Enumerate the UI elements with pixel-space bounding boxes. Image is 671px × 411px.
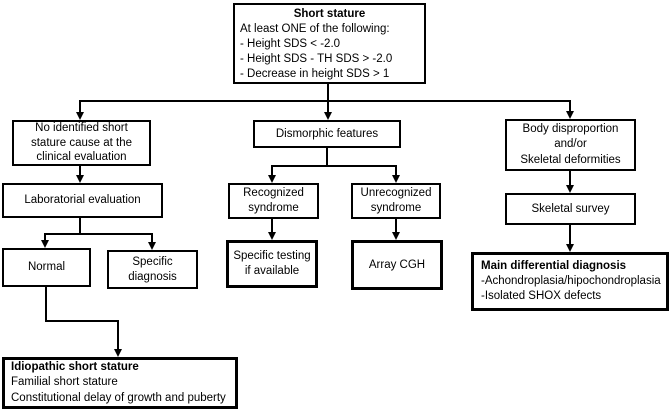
node-label: Recognized xyxy=(243,187,304,199)
node-recognized-syndrome: Recognized syndrome xyxy=(228,183,319,219)
node-title: Main differential diagnosis xyxy=(481,260,627,272)
criterion: - Height SDS - TH SDS > -2.0 xyxy=(240,53,393,65)
node-specific-testing: Specific testing if available xyxy=(226,240,318,288)
node-label: Specific xyxy=(132,255,173,268)
node-label: Array CGH xyxy=(368,258,426,271)
node-skeletal-survey: Skeletal survey xyxy=(505,193,636,225)
node-label: Unrecognized xyxy=(360,187,432,199)
node-title: Short stature xyxy=(293,8,366,20)
criterion: - Height SDS < -2.0 xyxy=(240,38,341,50)
node-unrecognized-syndrome: Unrecognized syndrome xyxy=(351,183,441,219)
node-label: Body disproportion xyxy=(522,122,619,135)
node-array-cgh: Array CGH xyxy=(351,240,443,290)
node-label: Laboratorial evaluation xyxy=(24,194,141,206)
node-title: Idiopathic short stature xyxy=(11,360,139,373)
node-label: if available xyxy=(244,265,300,277)
node-label: syndrome xyxy=(370,202,422,214)
node-label: Dismorphic features xyxy=(275,127,379,140)
node-body-disproportion: Body disproportion and/or Skeletal defor… xyxy=(505,119,636,171)
node-label: -Achondroplasia/hipochondroplasia xyxy=(481,275,661,287)
node-short-stature: Short stature At least ONE of the follow… xyxy=(233,3,426,84)
node-label: Skeletal deformities xyxy=(520,153,621,166)
node-main-differential-diagnosis: Main differential diagnosis -Achondropla… xyxy=(471,252,669,311)
node-label: Constitutional delay of growth and puber… xyxy=(11,391,226,404)
node-label: syndrome xyxy=(248,202,299,214)
node-dismorphic-features: Dismorphic features xyxy=(253,120,401,148)
node-label: and/or xyxy=(554,138,587,151)
node-label: Skeletal survey xyxy=(531,202,610,215)
node-label: diagnosis xyxy=(128,270,177,283)
node-specific-diagnosis: Specific diagnosis xyxy=(107,250,198,289)
node-label: -Isolated SHOX defects xyxy=(481,290,602,302)
node-label: Familial short stature xyxy=(11,376,118,389)
criterion: At least ONE of the following: xyxy=(240,23,390,35)
node-normal: Normal xyxy=(2,248,91,287)
node-laboratorial-evaluation: Laboratorial evaluation xyxy=(2,183,163,218)
node-label: stature cause at the xyxy=(30,136,132,149)
node-label: clinical evaluation xyxy=(36,151,127,164)
node-label: No identified short xyxy=(35,122,128,135)
criterion: - Decrease in height SDS > 1 xyxy=(240,68,390,80)
node-label: Specific testing xyxy=(233,250,311,262)
node-label: Normal xyxy=(27,261,66,273)
node-idiopathic-short-stature: Idiopathic short stature Familial short … xyxy=(2,357,238,409)
node-no-identified-cause: No identified short stature cause at the… xyxy=(12,120,151,166)
